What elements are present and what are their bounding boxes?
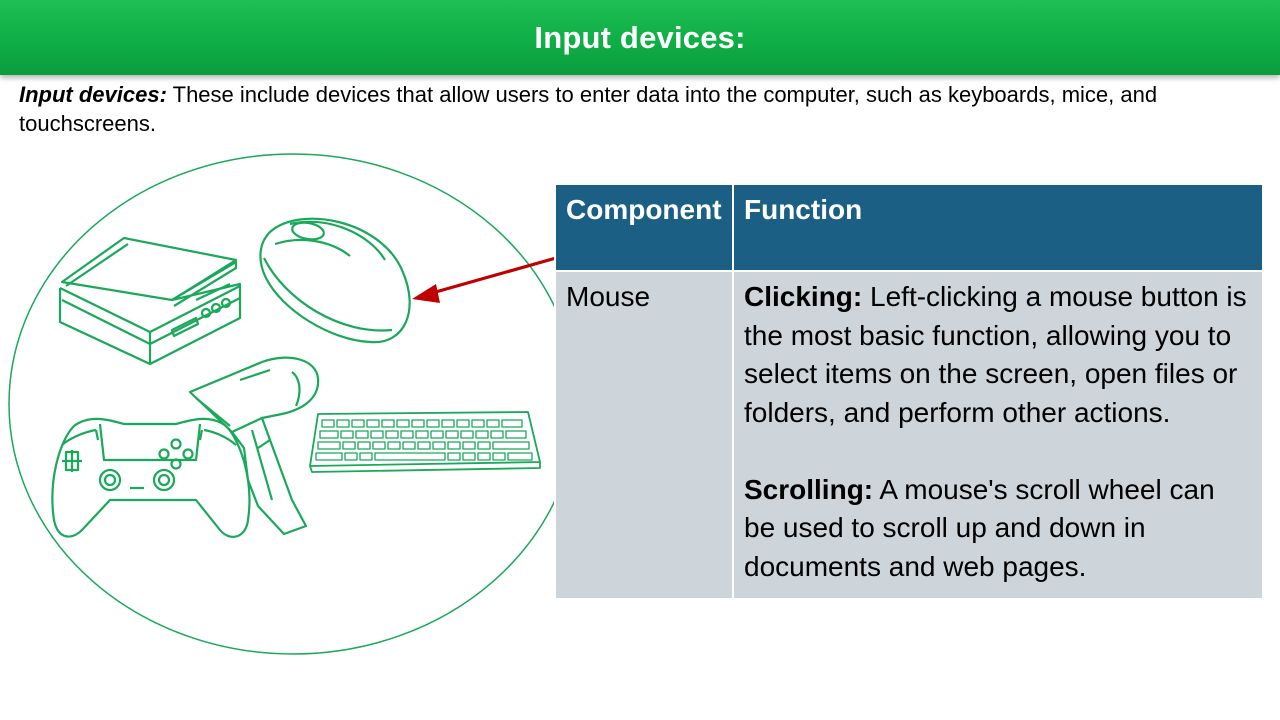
header-function: Function (732, 183, 1264, 272)
header-component: Component (554, 183, 734, 272)
clicking-paragraph: Clicking: Left-clicking a mouse button i… (744, 278, 1252, 432)
paragraph-spacer (744, 432, 1252, 471)
clicking-text: Left-clicking a mouse button is the most… (744, 281, 1247, 428)
intro-term: Input devices: (19, 82, 167, 107)
clicking-label: Clicking: (744, 281, 863, 312)
scrolling-label: Scrolling: (744, 473, 874, 505)
input-devices-illustration (8, 153, 557, 655)
intro-paragraph: Input devices: These include devices tha… (19, 80, 1249, 138)
illustration-circle (8, 153, 556, 655)
keyboard-icon (309, 411, 541, 473)
cell-function: Clicking: Left-clicking a mouse button i… (732, 270, 1264, 600)
cell-component: Mouse (554, 270, 734, 600)
pointer-arrow (412, 256, 557, 303)
scanner-icon (58, 236, 242, 366)
component-function-table: Component Function Mouse Clicking: Left-… (554, 183, 1264, 600)
gamepad-icon (51, 417, 251, 538)
barcode-scanner-icon (188, 356, 320, 536)
page-title: Input devices: (534, 19, 746, 55)
mouse-icon (259, 217, 411, 344)
scrolling-text: A mouse's scroll wheel can be used to sc… (744, 473, 1215, 582)
table-header-row: Component Function (554, 183, 1264, 272)
title-bar: Input devices: (0, 0, 1280, 75)
scrolling-paragraph: Scrolling: A mouse's scroll wheel can be… (744, 471, 1252, 587)
table-row: Mouse Clicking: Left-clicking a mouse bu… (554, 270, 1264, 600)
intro-text: These include devices that allow users t… (19, 82, 1158, 136)
